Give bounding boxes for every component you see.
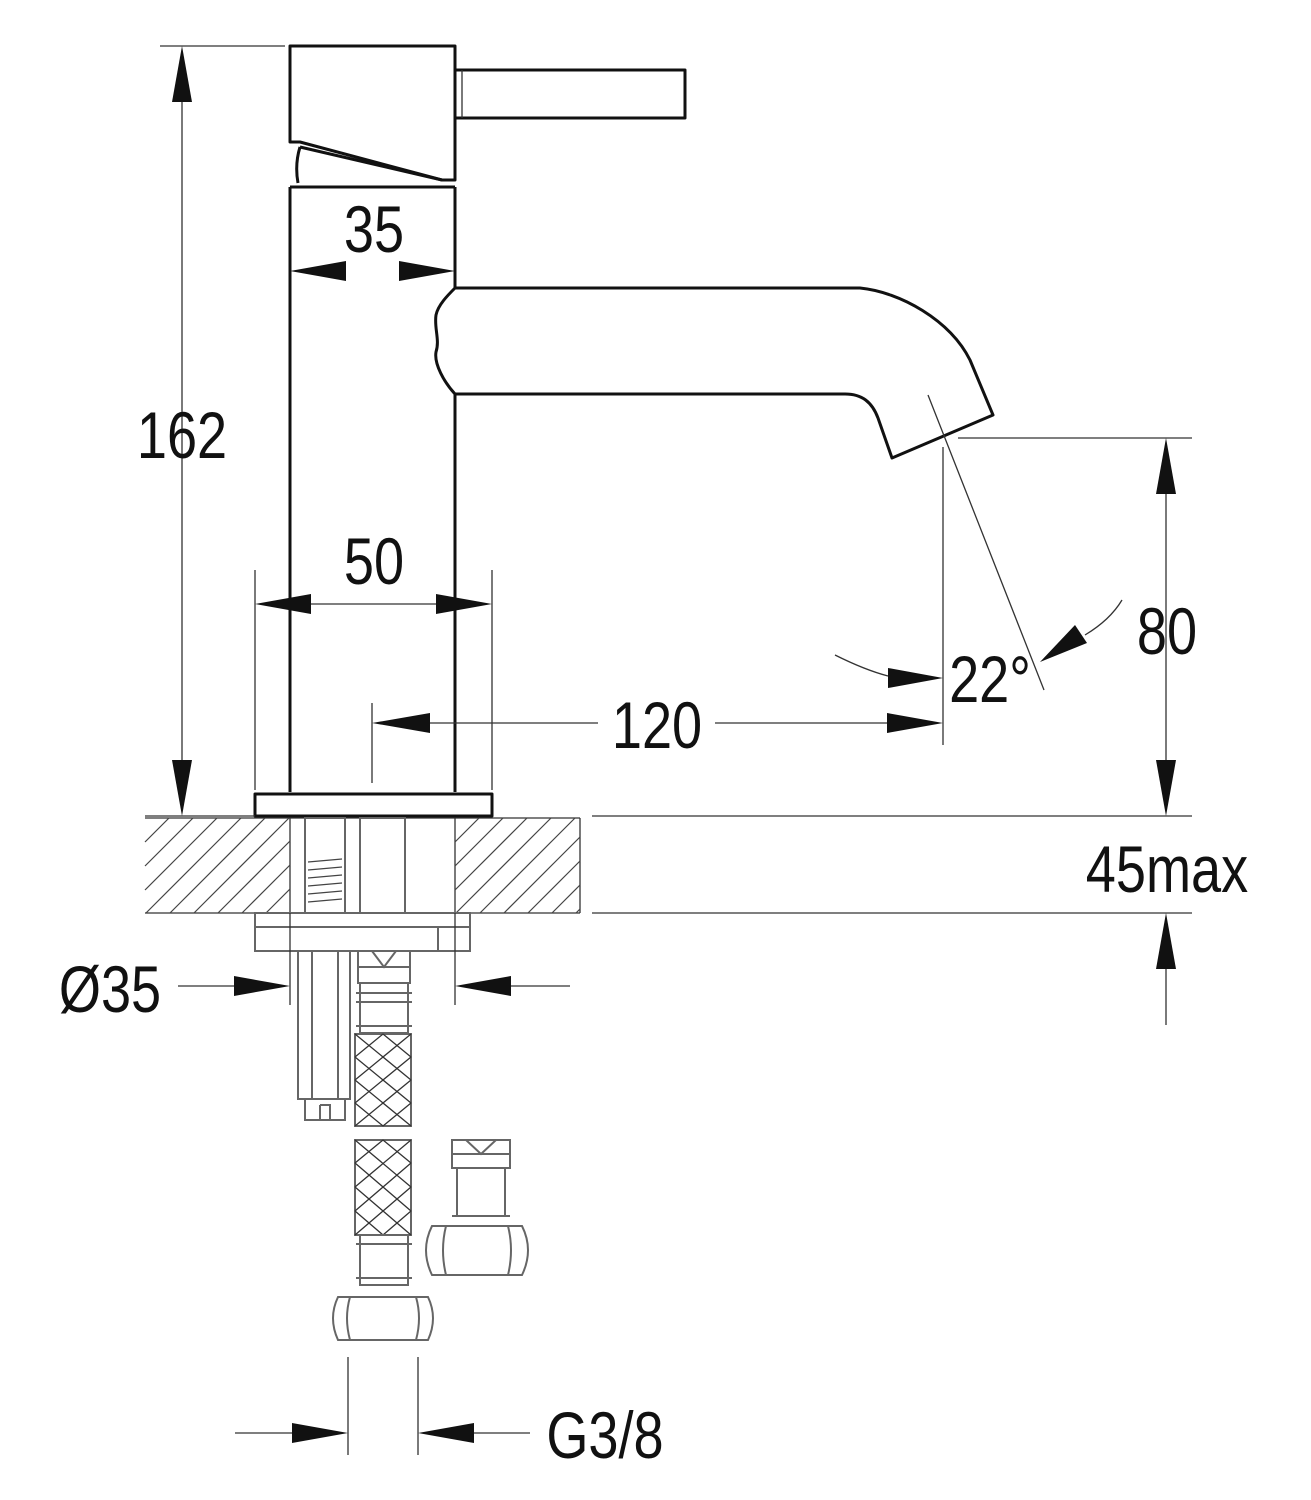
hose-nut-bottom bbox=[332, 1296, 434, 1341]
handle-lever bbox=[455, 68, 687, 120]
mounting-stud bbox=[297, 950, 351, 1100]
shank-threads bbox=[307, 858, 343, 903]
deck bbox=[144, 817, 581, 914]
dimension-lines bbox=[145, 45, 1192, 1455]
deck-hatching-left bbox=[144, 817, 291, 914]
cap-underside bbox=[295, 145, 443, 184]
valve-nut bbox=[425, 1225, 529, 1276]
deck-hatching-right bbox=[454, 817, 581, 914]
dimension-labels: 162 35 50 120 22° 80 45max Ø35 G3/8 bbox=[59, 192, 1248, 1472]
dim-spout-reach: 120 bbox=[612, 688, 702, 762]
spout bbox=[434, 286, 995, 460]
dim-spout-angle: 22° bbox=[949, 642, 1031, 716]
dim-base-width: 50 bbox=[344, 524, 404, 598]
handle-cap bbox=[288, 44, 457, 182]
dim-body-width: 35 bbox=[344, 192, 404, 266]
dim-deck-thickness: 45max bbox=[1086, 832, 1248, 906]
below-deck-fittings bbox=[254, 912, 529, 1341]
dim-total-height: 162 bbox=[137, 398, 227, 472]
base-flange bbox=[253, 792, 494, 818]
washer bbox=[254, 912, 471, 928]
dim-spout-height: 80 bbox=[1137, 594, 1197, 668]
dim-thread: G3/8 bbox=[546, 1398, 663, 1472]
faucet-body bbox=[253, 44, 995, 818]
dim-hole-diameter: Ø35 bbox=[59, 952, 161, 1026]
main-column bbox=[288, 185, 457, 792]
